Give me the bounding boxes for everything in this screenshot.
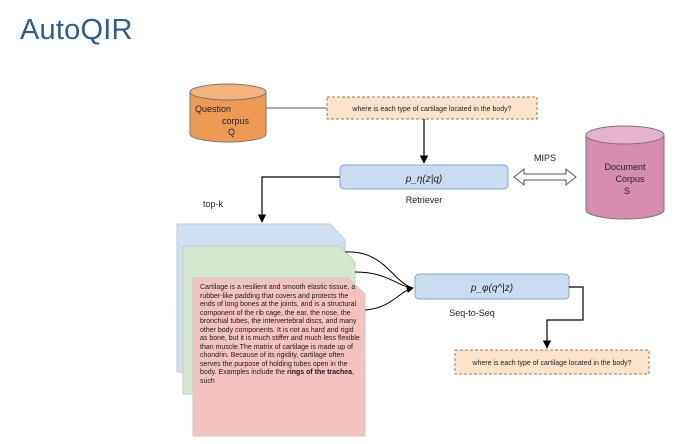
question-corpus-label-line3: Q — [228, 127, 235, 137]
input-question-text: where is each type of cartilage located … — [351, 106, 511, 113]
question-corpus-label-line2: corpus — [222, 116, 250, 126]
retriever-label: Retriever — [406, 195, 443, 205]
seq2seq-formula: p_φ(q^|z) — [470, 283, 513, 294]
seq2seq-to-output-arrow — [542, 286, 584, 349]
passage-to-seq2seq-curve-3 — [364, 286, 414, 311]
document-corpus-label-line2: Corpus — [615, 174, 645, 184]
mips-double-arrow — [513, 167, 577, 187]
topk-label: top-k — [203, 199, 224, 209]
question-corpus-cylinder: Question corpus Q — [189, 83, 267, 143]
passage-tail: , such — [200, 369, 354, 385]
document-corpus-label-line3: S — [624, 186, 630, 196]
passage-body: Cartilage is a resilient and smooth elas… — [200, 284, 360, 377]
document-corpus-label-line1: Document — [604, 162, 646, 172]
seq2seq-label: Seq-to-Seq — [449, 308, 495, 318]
output-question-text: where is each type of cartilage located … — [471, 360, 631, 367]
seq2seq-box: p_φ(q^|z) — [414, 273, 570, 300]
input-question-box: where is each type of cartilage located … — [326, 96, 538, 120]
retrieved-passage-text: Cartilage is a resilient and smooth elas… — [200, 284, 360, 432]
passage-bold-phrase: rings of the trachea — [287, 369, 353, 377]
passage-card-front — [192, 277, 366, 437]
slide-title: AutoQIR — [20, 14, 133, 46]
retriever-box: p_η(z|q) — [339, 164, 509, 190]
passage-to-seq2seq-curve-1 — [344, 251, 414, 289]
passage-to-seq2seq-curve-2 — [354, 271, 414, 289]
topk-arrow — [257, 176, 340, 223]
question-corpus-label-line1: Question — [195, 104, 231, 114]
document-corpus-cylinder: Document Corpus S — [585, 125, 665, 220]
mips-label: MIPS — [534, 153, 556, 163]
output-question-box: where is each type of cartilage located … — [454, 349, 650, 375]
retriever-formula: p_η(z|q) — [405, 174, 443, 185]
